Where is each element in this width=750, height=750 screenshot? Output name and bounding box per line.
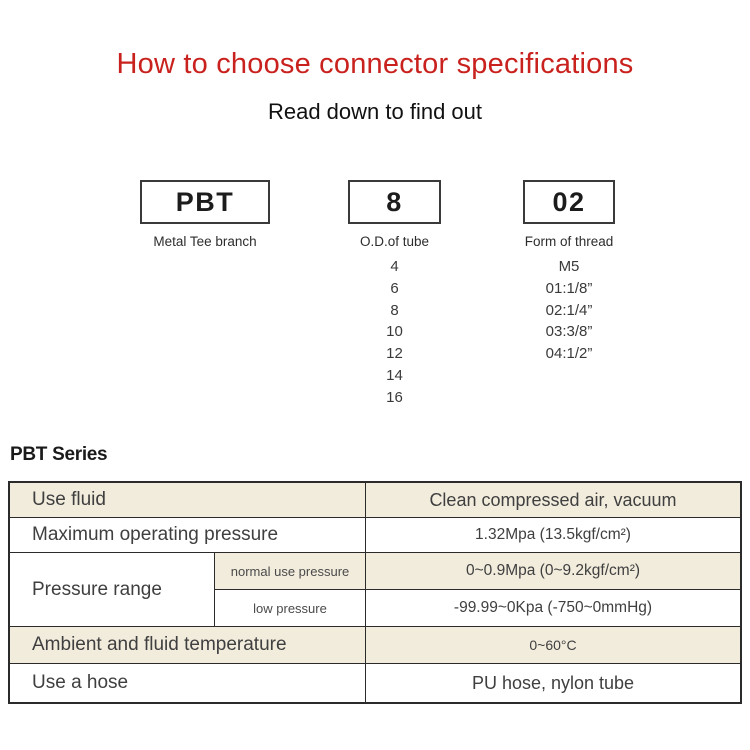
list-item: M5: [558, 258, 580, 275]
tube-od-code-box: 8: [348, 180, 441, 224]
table-subrow-label: normal use pressure: [215, 553, 366, 590]
list-item: 03:3/8”: [545, 323, 593, 341]
segment-tube-od: 8 O.D.of tube 4 6 8 10 12 14 16: [348, 180, 441, 409]
table-subrow-value: 0~0.9Mpa (0~9.2kgf/cm²): [366, 553, 740, 590]
list-item: 4: [390, 258, 399, 275]
series-code-label: Metal Tee branch: [153, 234, 257, 249]
list-item: 14: [386, 366, 403, 384]
tube-od-options: 4 6 8 10 12 14 16: [386, 256, 403, 409]
list-item: 6: [390, 279, 399, 297]
table-row-label: Ambient and fluid temperature: [10, 627, 366, 664]
series-heading: PBT Series: [10, 444, 108, 465]
page-subtitle: Read down to find out: [267, 99, 483, 124]
spec-table: Use fluid Clean compressed air, vacuum M…: [8, 481, 742, 704]
table-row-value: 0~60°C: [366, 627, 740, 664]
list-item: 12: [386, 345, 403, 363]
table-subrow-label: low pressure: [215, 590, 366, 627]
segment-series: PBT Metal Tee branch: [140, 180, 270, 249]
list-item: 04:1/2”: [545, 345, 593, 363]
list-item: 02:1/4”: [545, 301, 593, 319]
list-item: 16: [386, 388, 403, 406]
page-title: How to choose connector specifications: [116, 48, 634, 80]
table-row-value: 1.32Mpa (13.5kgf/cm²): [366, 518, 740, 553]
list-item: 10: [386, 323, 403, 341]
series-code-box: PBT: [140, 180, 270, 224]
table-subrow-value: -99.99~0Kpa (-750~0mmHg): [366, 590, 740, 627]
segment-thread-form: 02 Form of thread M5 01:1/8” 02:1/4” 03:…: [523, 180, 615, 365]
list-item: 01:1/8”: [545, 279, 593, 297]
table-row-label: Pressure range: [10, 553, 215, 627]
thread-form-options: M5 01:1/8” 02:1/4” 03:3/8” 04:1/2”: [546, 256, 593, 365]
thread-form-code-box: 02: [523, 180, 615, 224]
table-row-value: PU hose, nylon tube: [471, 672, 635, 693]
table-row-label: Use a hose: [10, 664, 366, 702]
table-row-value: Clean compressed air, vacuum: [366, 483, 740, 518]
tube-od-label: O.D.of tube: [359, 234, 430, 249]
table-row-label: Use fluid: [10, 483, 366, 518]
thread-form-label: Form of thread: [524, 234, 614, 249]
table-row-label: Maximum operating pressure: [10, 518, 366, 553]
list-item: 8: [390, 301, 399, 319]
